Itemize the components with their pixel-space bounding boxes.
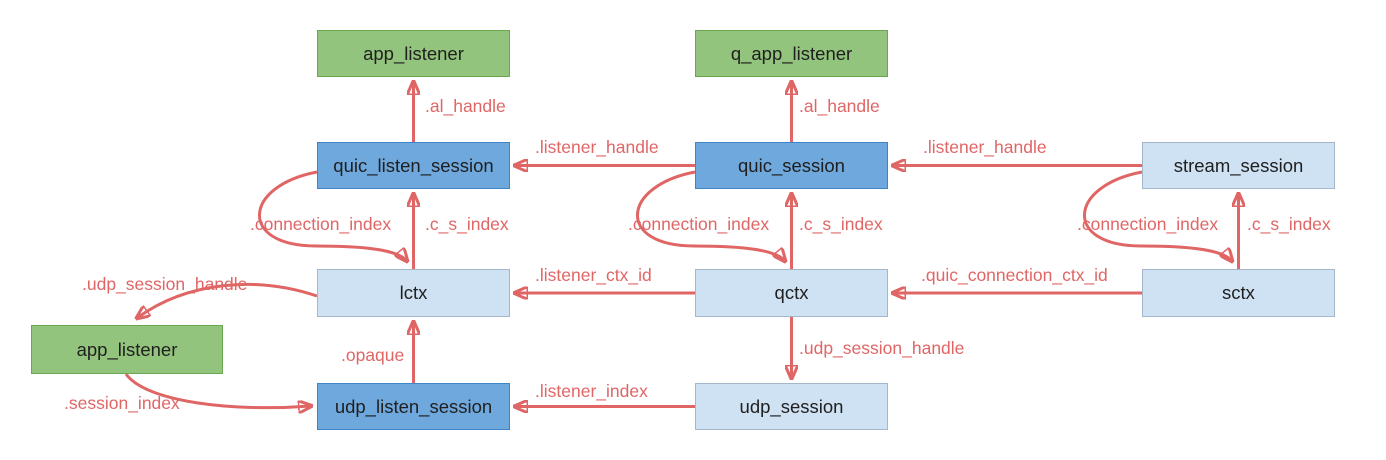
- edge-label-al-handle-mid: .al_handle: [799, 96, 880, 116]
- edge-label-listener-handle-mid: .listener_handle: [535, 137, 659, 157]
- edge-connection-index-left-arrow: [258, 170, 407, 261]
- edge-label-connection-index-left: .connection_index: [250, 214, 392, 234]
- node-app-listener-top: app_listener: [317, 30, 510, 77]
- edge-label-c-s-index-right: .c_s_index: [1247, 214, 1331, 234]
- edge-label-c-s-index-left: .c_s_index: [425, 214, 509, 234]
- edge-connection-index-right-arrow: [1083, 170, 1232, 261]
- edge-udp-session-handle-left-arrow: [137, 282, 318, 318]
- edge-label-udp-session-handle-left: .udp_session_handle: [82, 274, 248, 294]
- edge-label-connection-index-right: .connection_index: [1077, 214, 1219, 234]
- edge-label-connection-index-mid: .connection_index: [628, 214, 770, 234]
- node-sctx: sctx: [1142, 269, 1335, 317]
- node-quic-session: quic_session: [695, 142, 888, 189]
- node-stream-session: stream_session: [1142, 142, 1335, 189]
- edge-label-listener-index: .listener_index: [535, 381, 648, 401]
- edge-label-al-handle-left: .al_handle: [425, 96, 506, 116]
- node-quic-listen-session: quic_listen_session: [317, 142, 510, 189]
- edge-label-quic-connection-ctx-id: .quic_connection_ctx_id: [921, 265, 1108, 285]
- edge-label-listener-handle-right: .listener_handle: [923, 137, 1047, 157]
- node-udp-listen-session: udp_listen_session: [317, 383, 510, 430]
- edge-label-c-s-index-mid: .c_s_index: [799, 214, 883, 234]
- node-q-app-listener: q_app_listener: [695, 30, 888, 77]
- edge-connection-index-mid-arrow: [636, 170, 785, 261]
- edge-session-index-arrow: [124, 373, 311, 408]
- edge-label-listener-ctx-id: .listener_ctx_id: [535, 265, 652, 285]
- node-lctx: lctx: [317, 269, 510, 317]
- node-udp-session: udp_session: [695, 383, 888, 430]
- edge-label-udp-session-handle-mid: .udp_session_handle: [799, 338, 965, 358]
- edge-label-session-index: .session_index: [64, 393, 180, 413]
- edge-label-opaque: .opaque: [341, 345, 405, 365]
- node-qctx: qctx: [695, 269, 888, 317]
- node-app-listener-bottom: app_listener: [31, 325, 223, 374]
